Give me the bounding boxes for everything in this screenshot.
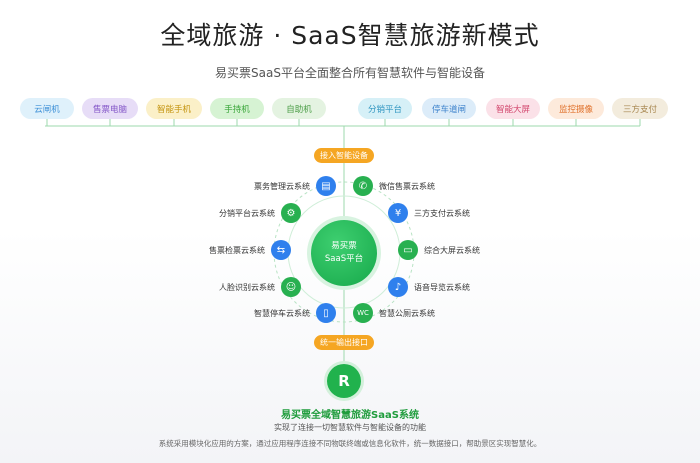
system-label: 智慧停车云系统	[254, 309, 310, 318]
center-line-1: 易买票	[331, 241, 357, 251]
device-pill: 自助机	[272, 98, 326, 119]
device-pill: 三方支付	[612, 98, 668, 119]
device-pill: 监控摄像	[548, 98, 604, 119]
system-label: 综合大屏云系统	[424, 246, 480, 255]
system-icon: ☺	[281, 277, 301, 297]
center-platform-circle: 易买票 SaaS平台	[311, 220, 377, 286]
center-line-2: SaaS平台	[324, 254, 364, 264]
device-pill: 分销平台	[358, 98, 412, 119]
system-label: 售票检票云系统	[209, 246, 265, 255]
system-icon: WC	[353, 303, 373, 323]
connect-devices-tag: 接入智能设备	[314, 148, 374, 163]
system-label: 三方支付云系统	[414, 209, 470, 218]
emaipiao-logo-icon: R	[327, 364, 361, 398]
device-pill: 停车道闸	[422, 98, 476, 119]
system-icon: ✆	[353, 176, 373, 196]
page-subtitle: 易买票SaaS平台全面整合所有智慧软件与智能设备	[215, 66, 485, 80]
system-icon: ▭	[398, 240, 418, 260]
device-pill: 智能大屏	[486, 98, 540, 119]
system-label: 语音导览云系统	[414, 283, 470, 292]
unified-output-tag: 统一输出接口	[314, 335, 374, 350]
system-label: 智慧公厕云系统	[379, 309, 435, 318]
system-icon: ♪	[388, 277, 408, 297]
page-title: 全域旅游 · SaaS智慧旅游新模式	[160, 21, 540, 50]
device-pill: 智能手机	[146, 98, 202, 119]
system-icon: ¥	[388, 203, 408, 223]
system-icon: ▯	[316, 303, 336, 323]
system-label: 分销平台云系统	[219, 209, 275, 218]
device-pill: 云闸机	[20, 98, 74, 119]
device-pill: 手持机	[210, 98, 264, 119]
system-icon: ▤	[316, 176, 336, 196]
system-label: 票务管理云系统	[254, 182, 310, 191]
system-icon: ⇆	[271, 240, 291, 260]
system-label: 微信售票云系统	[379, 182, 435, 191]
bottom-title: 易买票全域智慧旅游SaaS系统	[281, 410, 419, 421]
device-pill: 售票电脑	[82, 98, 138, 119]
system-icon: ⚙	[281, 203, 301, 223]
bottom-description: 系统采用模块化应用的方案，通过应用程序连接不同物联终端或信息化软件，统一数据接口…	[158, 439, 542, 448]
bottom-subtitle: 实现了连接一切智慧软件与智能设备的功能	[274, 423, 426, 432]
system-label: 人脸识别云系统	[219, 283, 275, 292]
